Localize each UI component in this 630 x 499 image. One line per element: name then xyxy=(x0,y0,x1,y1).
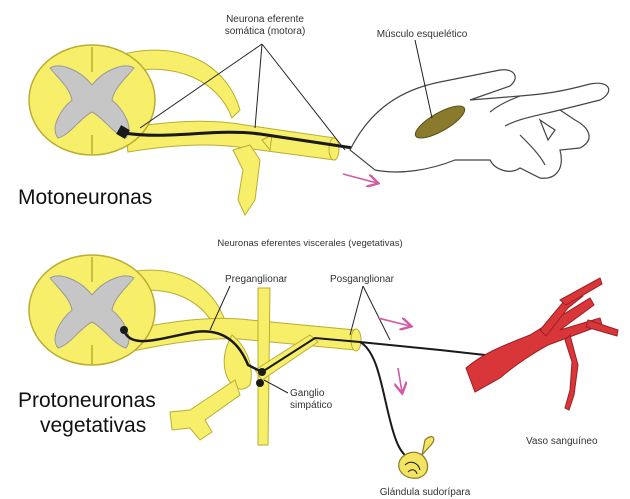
efferent-label-2: somática (motora) xyxy=(225,26,306,37)
sweat-gland-icon xyxy=(399,437,434,479)
bottom-title-2: vegetativas xyxy=(40,414,146,437)
arrow-icon xyxy=(343,174,377,183)
ganglion-cell-2 xyxy=(256,379,264,387)
ganglion-label-2: simpático xyxy=(290,400,333,411)
muscle-label: Músculo esquelético xyxy=(377,29,468,40)
postganglionic-to-gland xyxy=(360,342,412,460)
ganglion-label-1: Ganglio xyxy=(290,388,325,399)
top-title: Motoneuronas xyxy=(18,186,152,209)
efferent-label-1: Neurona eferente xyxy=(226,14,304,25)
bottom-title-1: Protoneuronas xyxy=(18,389,156,412)
bottom-panel: Neuronas eferentes viscerales (vegetativ… xyxy=(18,238,618,498)
spinal-cord-icon xyxy=(29,45,155,155)
spinal-cord-icon-bottom xyxy=(29,255,155,365)
nerve-end xyxy=(329,138,339,160)
gland-label: Glándula sudorípara xyxy=(380,487,471,498)
nerve-end-bottom xyxy=(351,329,361,351)
sympathetic-chain-top xyxy=(233,145,260,215)
hand-icon xyxy=(350,70,609,179)
vessel-label: Vaso sanguíneo xyxy=(526,436,598,447)
posganglionar-label: Posganglionar xyxy=(330,274,395,285)
header-label: Neuronas eferentes viscerales (vegetativ… xyxy=(217,238,402,249)
splanchnic-branch xyxy=(170,380,240,440)
preganglionar-label: Preganglionar xyxy=(225,274,288,285)
blood-vessel-icon xyxy=(466,278,618,410)
top-panel: Neurona eferente somática (motora) Múscu… xyxy=(18,14,609,215)
arrow-icon-down xyxy=(398,368,402,392)
